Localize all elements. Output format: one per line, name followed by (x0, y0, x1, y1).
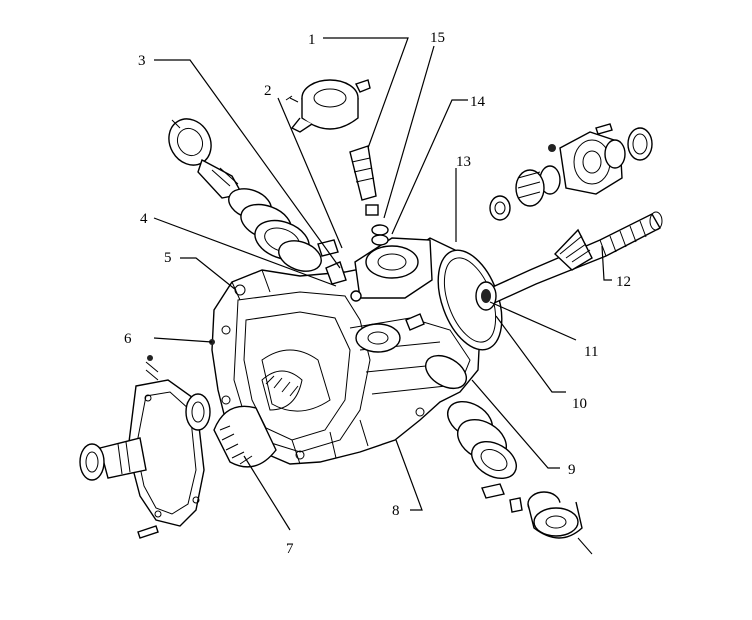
callout-13: 13 (456, 154, 471, 170)
callout-3: 3 (138, 53, 146, 69)
callout-9: 9 (568, 462, 576, 478)
upper-right-bearing-set (489, 123, 653, 221)
callout-12: 12 (616, 274, 631, 290)
lower-right-shaft-assembly (425, 354, 593, 555)
top-cover-cap (285, 79, 371, 133)
callout-6: 6 (124, 331, 132, 347)
output-shaft (475, 211, 663, 311)
callout-14: 14 (470, 94, 486, 110)
callout-5: 5 (164, 250, 172, 266)
callout-8: 8 (392, 503, 400, 519)
callout-11: 11 (584, 344, 598, 360)
callout-labels: 1 2 3 4 5 6 7 8 9 10 11 12 13 14 15 (124, 30, 631, 557)
crown-wheel (213, 405, 277, 468)
callout-10: 10 (572, 396, 587, 412)
gearbox-housing (211, 237, 481, 465)
upper-left-shaft-assembly (168, 118, 362, 302)
callout-15: 15 (430, 30, 445, 46)
left-end-cover (79, 355, 211, 539)
callout-1: 1 (308, 32, 316, 48)
callout-7: 7 (286, 541, 294, 557)
callout-2: 2 (264, 83, 272, 99)
callout-4: 4 (140, 211, 148, 227)
selector-shaft (349, 145, 389, 246)
leader-lines (153, 37, 612, 531)
